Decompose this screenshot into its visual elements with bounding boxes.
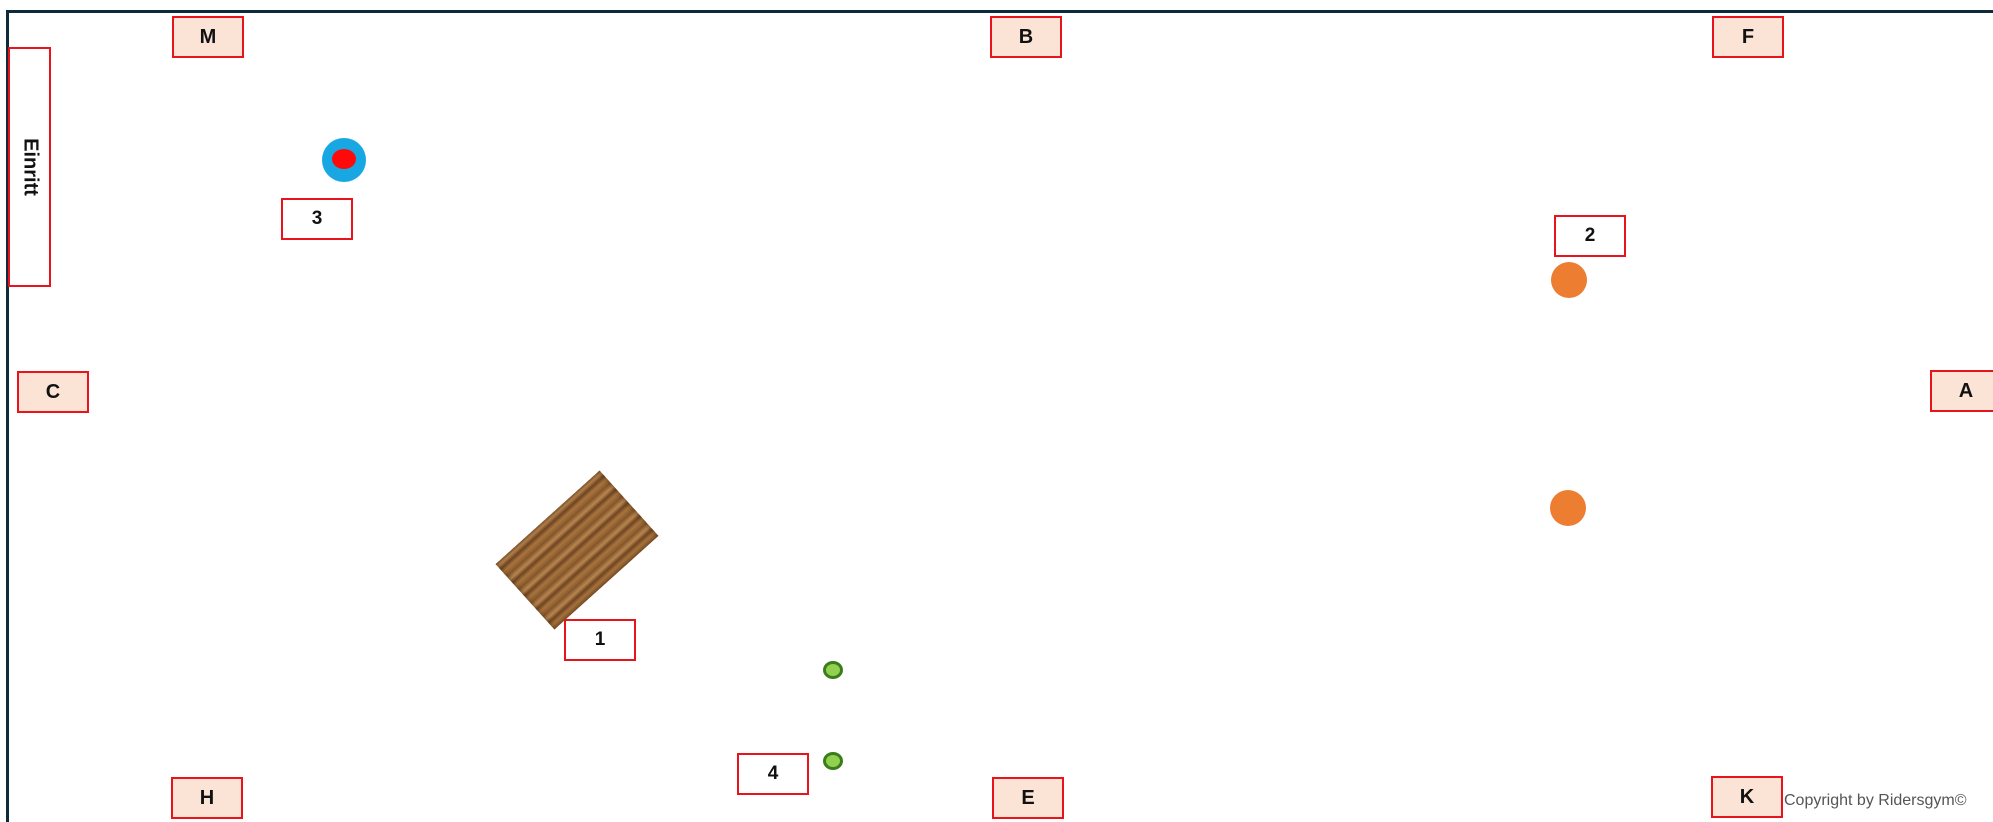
copyright-text: Copyright by Ridersgym© <box>1784 792 1967 810</box>
letter-c: C <box>17 371 89 413</box>
obstacle-number-2: 2 <box>1554 215 1626 257</box>
obstacle-number-4: 4 <box>737 753 809 795</box>
cone-icon <box>1551 262 1587 298</box>
entry-label: Einritt <box>18 138 41 196</box>
letter-h: H <box>171 777 243 819</box>
marker-icon <box>823 752 843 770</box>
arena-outline <box>6 10 1993 822</box>
letter-f: F <box>1712 16 1784 58</box>
letter-m: M <box>172 16 244 58</box>
letter-a: A <box>1930 370 1993 412</box>
letter-k: K <box>1711 776 1783 818</box>
barrel-center <box>332 149 356 169</box>
letter-e: E <box>992 777 1064 819</box>
marker-icon <box>823 661 843 679</box>
entry-box: Einritt <box>8 47 51 287</box>
obstacle-number-3: 3 <box>281 198 353 240</box>
letter-b: B <box>990 16 1062 58</box>
barrel-icon <box>322 138 366 182</box>
cone-icon <box>1550 490 1586 526</box>
obstacle-number-1: 1 <box>564 619 636 661</box>
